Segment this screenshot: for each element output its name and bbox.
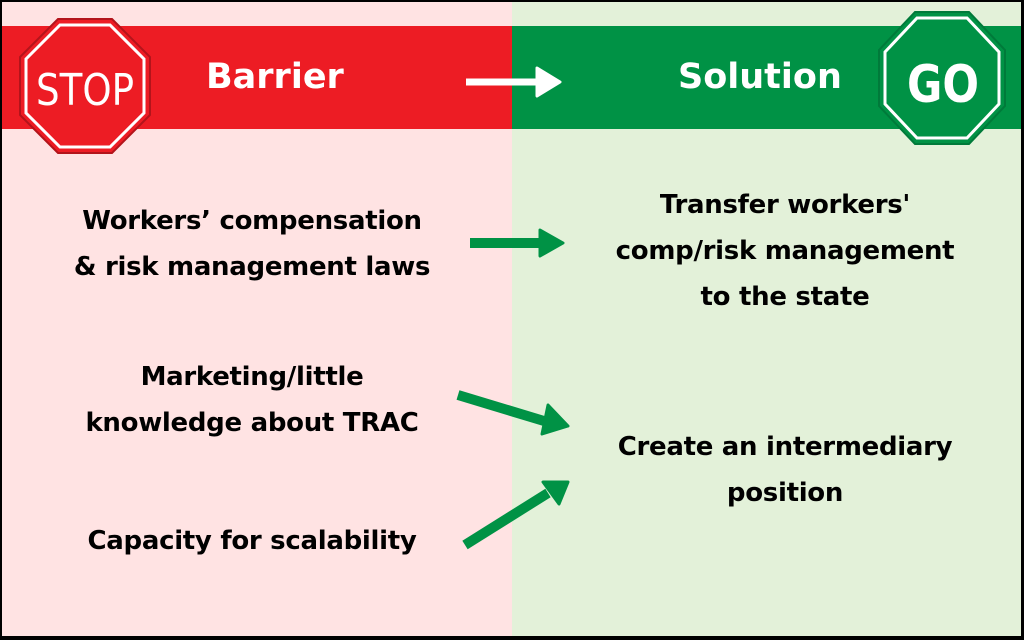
go-sign-label: GO	[907, 55, 979, 115]
solution-text-line: Transfer workers'	[659, 190, 911, 220]
barrier-text-line: Capacity for scalability	[87, 526, 417, 556]
barrier-text-line: Workers’ compensation	[82, 206, 422, 236]
solution-text-line: to the state	[700, 282, 870, 312]
barrier-title: Barrier	[206, 57, 344, 97]
stop-sign-icon: STOP	[19, 18, 151, 154]
solution-title: Solution	[678, 57, 842, 97]
barrier-item: Capacity for scalability	[12, 518, 492, 564]
solution-text-line: position	[726, 478, 844, 508]
barrier-item: Marketing/little knowledge about TRAC	[12, 354, 492, 446]
barrier-text-line: Marketing/little	[140, 362, 364, 392]
barrier-text-line: knowledge about TRAC	[85, 408, 419, 438]
solution-item: Transfer workers' comp/risk management t…	[550, 182, 1020, 320]
barrier-text-line: & risk management laws	[73, 252, 431, 282]
solution-item: Create an intermediary position	[550, 424, 1020, 516]
go-sign-icon: GO	[878, 11, 1006, 145]
stop-sign-label: STOP	[36, 65, 134, 116]
solution-text-line: Create an intermediary	[617, 432, 953, 462]
solution-text-line: comp/risk management	[615, 236, 955, 266]
barrier-item: Workers’ compensation & risk management …	[12, 198, 492, 290]
